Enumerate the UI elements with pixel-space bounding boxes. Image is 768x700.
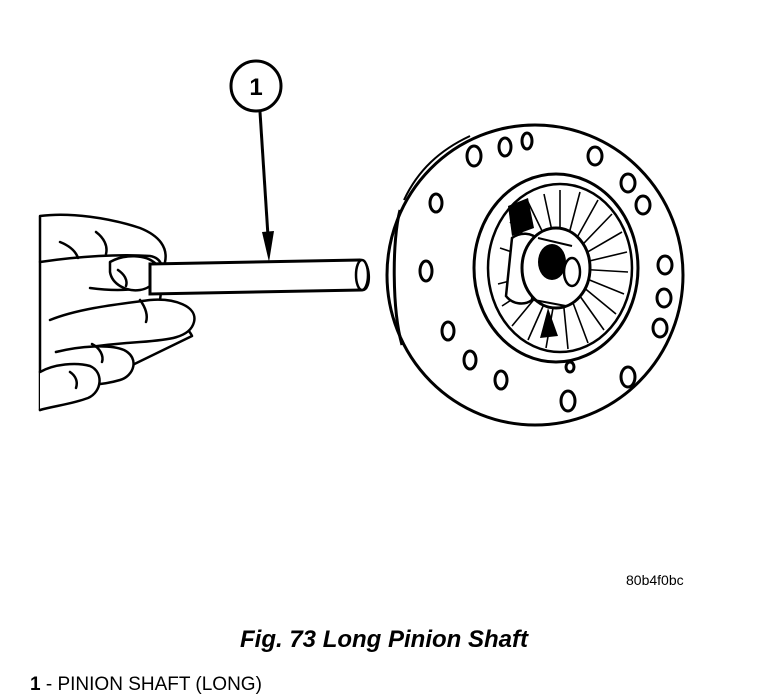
pinion-shaft: [148, 258, 370, 296]
bolt-holes: [418, 131, 674, 413]
legend-item: 1 - PINION SHAFT (LONG): [30, 674, 262, 696]
legend-number: 1: [30, 674, 41, 695]
figure-code: 80b4f0bc: [626, 572, 684, 588]
legend-separator: -: [40, 674, 58, 695]
differential-case: [385, 123, 685, 427]
callout-1: 1: [229, 59, 283, 113]
pinion-shaft-illustration: 1: [38, 59, 685, 427]
hand: [38, 213, 196, 412]
callout-leader-arrow: [258, 111, 274, 262]
legend-text: PINION SHAFT (LONG): [57, 674, 262, 695]
callout-number: 1: [249, 74, 262, 101]
figure-caption: Fig. 73 Long Pinion Shaft: [240, 626, 528, 653]
